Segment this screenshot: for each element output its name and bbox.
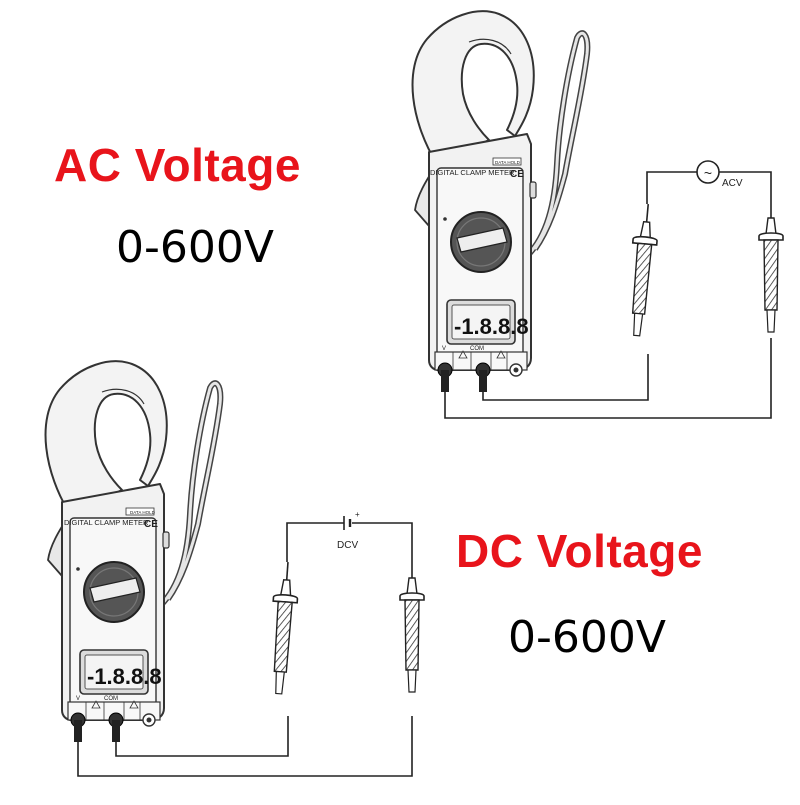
dc-meter-labels: DIGITAL CLAMP METER CE DATA HOLD -1.8.8.… (64, 510, 162, 702)
ac-voltage-range: 0-600V (116, 222, 274, 273)
dc-wire-v (77, 716, 413, 777)
dc-probe-right (399, 559, 425, 693)
dc-lcd-reading: -1.8.8.8 (87, 664, 162, 689)
dc-meter-ce-mark: CE (144, 519, 158, 530)
ac-lcd-reading: -1.8.8.8 (454, 314, 529, 339)
dc-circuit (77, 522, 413, 777)
ac-source-label: ACV (722, 178, 743, 189)
ac-wire-v (444, 338, 772, 419)
ac-voltage-heading: AC Voltage (54, 139, 301, 191)
dc-jack-v-label: V (76, 696, 80, 702)
ac-meter-ce-mark: CE (510, 169, 524, 180)
ac-jack-com-label: COM (470, 346, 484, 352)
dc-jack-com-label: COM (104, 696, 118, 702)
ac-jack-v-label: V (442, 346, 446, 352)
dc-meter-hold-label: DATA HOLD (130, 510, 156, 515)
dc-wire-source-right (352, 522, 413, 560)
ac-probe-left (623, 202, 661, 338)
ac-meter-hold-label: DATA HOLD (495, 160, 521, 165)
ac-wire-source-left (646, 171, 697, 204)
ac-source: ~ ACV (696, 160, 743, 189)
ac-wire-source-right (719, 171, 772, 200)
dc-probe-left (265, 560, 301, 696)
dc-battery-plus: + (355, 510, 360, 519)
dc-wire-source-left (286, 522, 344, 562)
ac-source-symbol: ~ (704, 165, 712, 181)
dc-source: + DCV (337, 510, 360, 551)
dc-meter-brand-label: DIGITAL CLAMP METER (64, 518, 149, 527)
dc-voltage-range: 0-600V (508, 612, 666, 663)
ac-probe-right (758, 199, 784, 333)
dc-source-label: DCV (337, 540, 358, 551)
dc-voltage-heading: DC Voltage (456, 525, 703, 577)
ac-meter-brand-label: DIGITAL CLAMP METER (430, 168, 515, 177)
ac-source-icon (696, 160, 720, 184)
dc-wire-com (115, 716, 289, 757)
ac-wire-com (482, 354, 649, 401)
ac-meter-labels: DIGITAL CLAMP METER CE DATA HOLD -1.8.8.… (430, 160, 529, 352)
ac-circuit (444, 171, 772, 419)
